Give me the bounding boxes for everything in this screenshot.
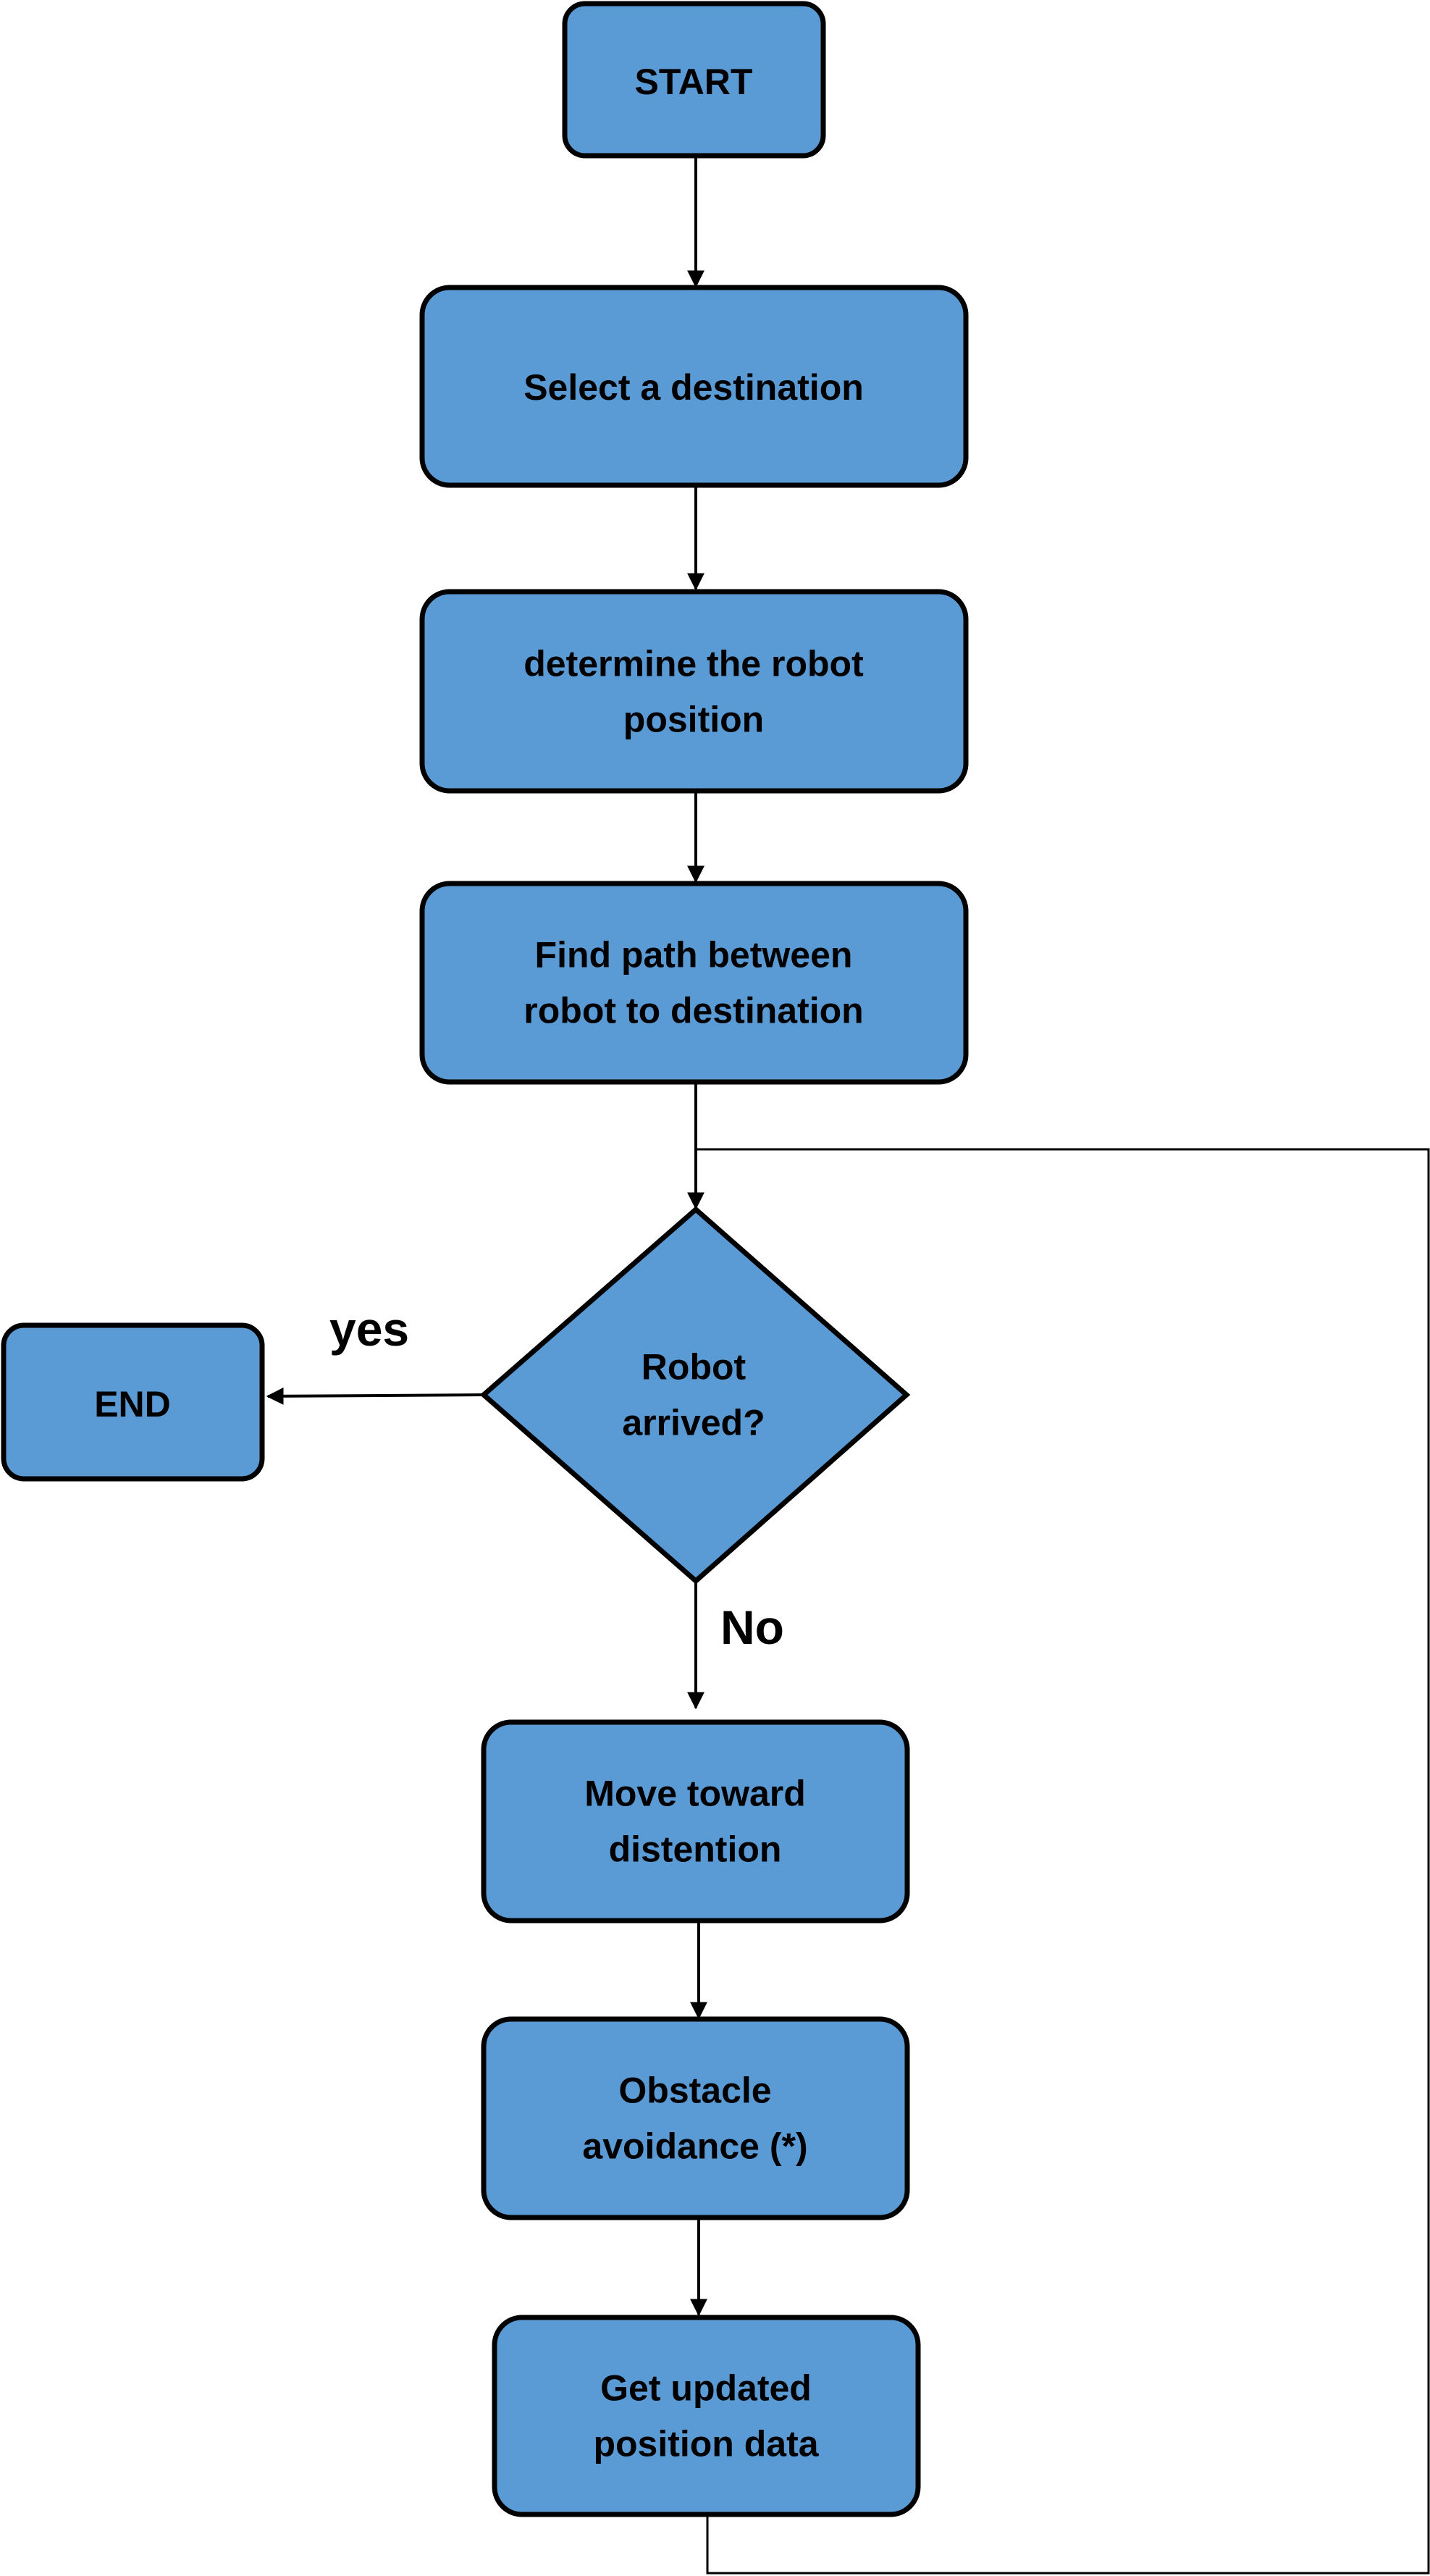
edge-label-no: No <box>720 1600 784 1654</box>
node-label-line: robot to destination <box>523 991 863 1031</box>
node-label-line: Move toward <box>584 1774 806 1814</box>
node-select-destination-label: Select a destination <box>523 367 864 408</box>
node-label-line: arrived? <box>622 1403 765 1443</box>
node-get-updated-position: Get updated position data <box>492 2315 921 2517</box>
node-start: START <box>562 1 826 159</box>
arrow-decision-to-end <box>266 1387 484 1405</box>
node-label-line: distention <box>609 1829 782 1870</box>
node-label-line: Select a destination <box>523 367 864 408</box>
node-move-toward: Move toward distention <box>481 1719 910 1923</box>
node-determine-position-label: determine the robot position <box>523 644 864 740</box>
node-robot-arrived-label: Robot arrived? <box>622 1347 765 1443</box>
node-end: END <box>1 1322 265 1482</box>
node-label-line: Obstacle <box>618 2071 771 2111</box>
node-label-line: Find path between <box>535 935 853 976</box>
node-obstacle-avoidance: Obstacle avoidance (*) <box>481 2016 910 2220</box>
node-move-toward-label: Move toward distention <box>584 1774 806 1870</box>
node-label-line: position <box>623 700 764 740</box>
node-label-line: determine the robot <box>523 644 864 684</box>
node-get-updated-position-label: Get updated position data <box>593 2368 819 2464</box>
node-start-label: START <box>635 62 753 102</box>
node-label-line: END <box>94 1384 171 1425</box>
edge-label-yes: yes <box>329 1302 409 1356</box>
node-find-path: Find path between robot to destination <box>419 881 969 1085</box>
node-robot-arrived-decision: Robot arrived? <box>479 1206 911 1585</box>
node-label-line: Get updated <box>600 2368 812 2409</box>
node-determine-position: determine the robot position <box>419 589 969 794</box>
node-obstacle-avoidance-label: Obstacle avoidance (*) <box>582 2071 807 2167</box>
node-select-destination: Select a destination <box>419 285 969 488</box>
node-end-label: END <box>94 1384 171 1425</box>
node-label-line: START <box>635 62 753 102</box>
node-label-line: Robot <box>642 1347 746 1388</box>
node-label-line: avoidance (*) <box>582 2126 807 2167</box>
node-label-line: position data <box>593 2424 819 2464</box>
node-find-path-label: Find path between robot to destination <box>523 935 863 1031</box>
loop-back-line <box>696 1148 1430 2575</box>
